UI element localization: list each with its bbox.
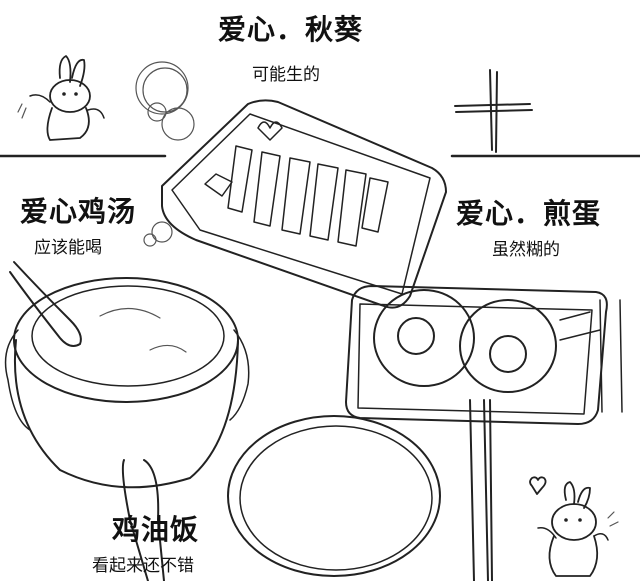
okra-plate-drawing [161,99,447,309]
bunny-with-heart-icon [529,476,619,577]
okra-title: 爱心．秋葵 [218,13,364,46]
soup-caption: 应该能喝 [34,238,102,258]
egg-title: 爱心．煎蛋 [456,197,602,230]
bubbles-decoration [135,61,195,247]
egg-caption: 虽然糊的 [492,240,560,260]
okra-caption: 可能生的 [252,65,320,85]
rice-title: 鸡油饭 [112,513,200,546]
bunny-doodle-icon [17,55,105,141]
chicken-rice-bowl-drawing [121,415,441,581]
sparkle-icon [454,69,533,153]
chopsticks-drawing [469,399,493,581]
fried-egg-drawing [345,285,623,425]
chicken-soup-drawing [4,261,250,489]
soup-title: 爱心鸡汤 [20,195,137,228]
rice-caption: 看起来还不错 [92,556,194,576]
